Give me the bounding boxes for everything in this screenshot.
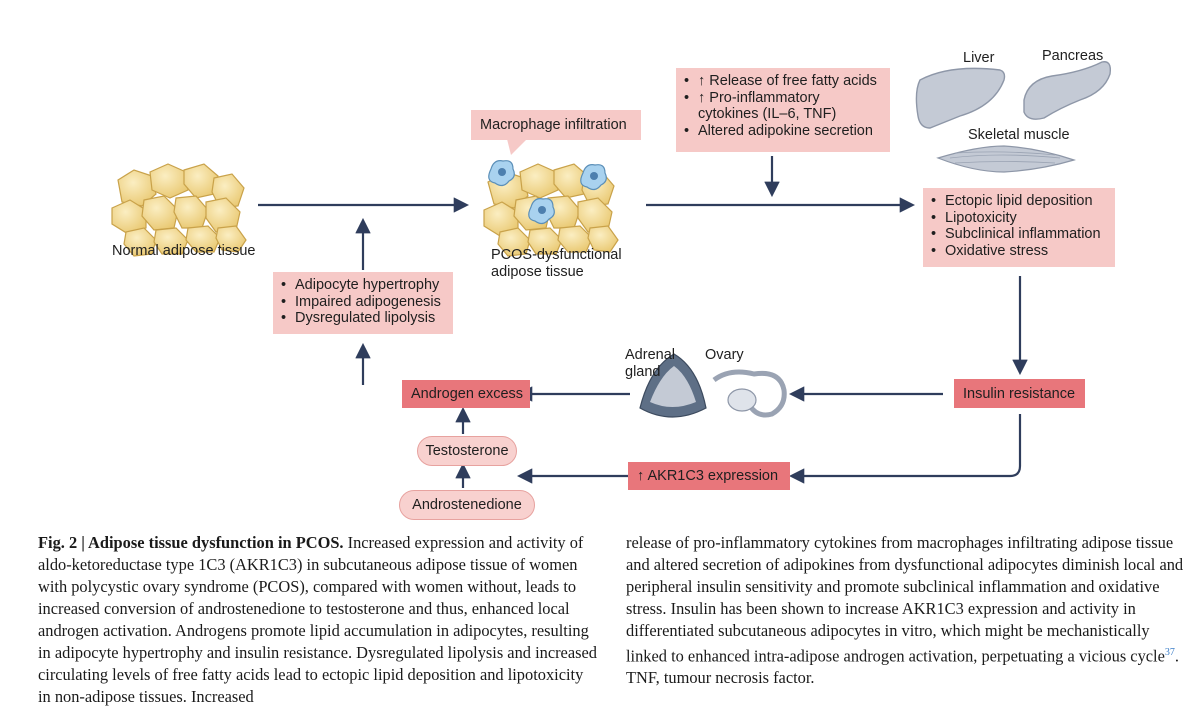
- skeletal-muscle-label: Skeletal muscle: [968, 127, 1070, 143]
- release-effects-box: ↑ Release of free fatty acids ↑ Pro-infl…: [676, 68, 890, 152]
- insulin-resistance-box: Insulin resistance: [954, 379, 1085, 408]
- figure-diagram: Normal adipose tissue PCOS-dysfunctional…: [0, 0, 1200, 525]
- release-item: ↑ Release of free fatty acids: [684, 73, 882, 90]
- ovary-label: Ovary: [705, 347, 744, 363]
- insulin-resistance-label: Insulin resistance: [963, 385, 1076, 402]
- adipocyte-item: Impaired adipogenesis: [281, 294, 445, 311]
- pcos-adipose-tissue-illustration: [483, 163, 619, 257]
- caption-right-tail: . TNF, tumour necrosis factor.: [626, 646, 1179, 688]
- caption-left-text: Increased expression and activity of ald…: [38, 533, 597, 706]
- caption-left-column: Fig. 2 | Adipose tissue dysfunction in P…: [38, 532, 600, 708]
- figure-title: Fig. 2 | Adipose tissue dysfunction in P…: [38, 533, 344, 552]
- androstenedione-pill: Androstenedione: [399, 490, 535, 520]
- adipocyte-item: Dysregulated lipolysis: [281, 310, 445, 327]
- reference-link[interactable]: 37: [1164, 647, 1175, 658]
- pcos-tissue-label: PCOS-dysfunctional adipose tissue: [491, 247, 622, 280]
- ovary-icon: [712, 369, 787, 418]
- caption-right-text: release of pro-inflammatory cytokines fr…: [626, 533, 1184, 666]
- macrophage-cells: [488, 160, 607, 225]
- macrophage-infiltration-callout: Macrophage infiltration: [471, 110, 641, 140]
- ectopic-item: Ectopic lipid deposition: [931, 193, 1107, 210]
- normal-adipose-tissue-illustration: [111, 163, 247, 257]
- testosterone-pill: Testosterone: [417, 436, 517, 466]
- release-item-continued: cytokines (IL–6, TNF): [698, 106, 837, 122]
- adrenal-gland-icon: [639, 353, 707, 418]
- akr1c3-label: ↑ AKR1C3 expression: [637, 468, 779, 484]
- akr1c3-expression-box: ↑ AKR1C3 expression: [628, 462, 790, 490]
- caption-right-column: release of pro-inflammatory cytokines fr…: [626, 532, 1188, 689]
- pancreas-icon: [1023, 61, 1112, 120]
- androgen-excess-box: Androgen excess: [402, 380, 530, 408]
- ectopic-item: Lipotoxicity: [931, 210, 1107, 227]
- release-item: ↑ Pro-inflammatory: [684, 90, 882, 107]
- macrophage-label: Macrophage infiltration: [480, 117, 627, 133]
- diagram-graphics: [111, 61, 1112, 488]
- ectopic-item: Subclinical inflammation: [931, 226, 1107, 243]
- arrow-insulin-to-akr1c3: [788, 414, 1022, 484]
- ectopic-item: Oxidative stress: [931, 243, 1107, 260]
- androgen-excess-label: Androgen excess: [411, 386, 524, 402]
- adrenal-gland-label: Adrenal gland: [625, 347, 675, 380]
- ectopic-effects-box: Ectopic lipid deposition Lipotoxicity Su…: [923, 188, 1115, 267]
- liver-icon: [915, 67, 1006, 129]
- pancreas-label: Pancreas: [1042, 48, 1104, 64]
- adipocyte-effects-box: Adipocyte hypertrophy Impaired adipogene…: [273, 272, 453, 334]
- androstenedione-label: Androstenedione: [412, 497, 522, 513]
- skeletal-muscle-icon: [936, 145, 1077, 173]
- liver-label: Liver: [963, 50, 995, 66]
- adipocyte-item: Adipocyte hypertrophy: [281, 277, 445, 294]
- release-item: Altered adipokine secretion: [684, 123, 882, 140]
- normal-tissue-label: Normal adipose tissue: [112, 243, 256, 259]
- callout-pointer: [507, 139, 527, 155]
- flow-arrows: [258, 156, 1028, 488]
- testosterone-label: Testosterone: [425, 443, 509, 459]
